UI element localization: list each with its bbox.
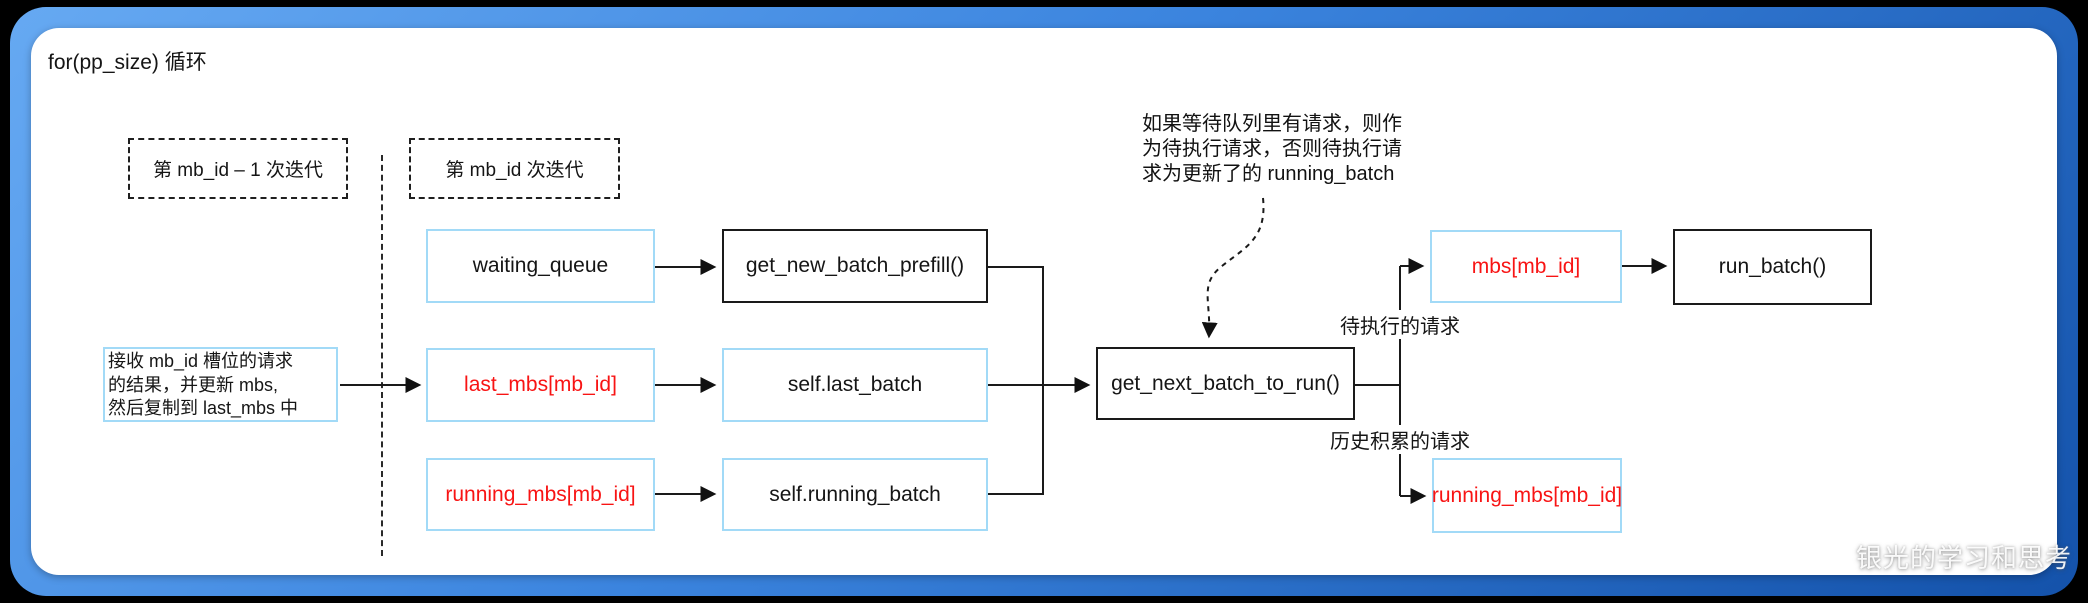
- node-running-mbs-right: running_mbs[mb_id]: [1432, 458, 1622, 533]
- receive-result-note: 接收 mb_id 槽位的请求 的结果，并更新 mbs, 然后复制到 last_m…: [103, 347, 338, 422]
- queue-note-line-1: 如果等待队列里有请求，则作: [1142, 113, 1402, 135]
- node-get-next-batch-to-run: get_next_batch_to_run(): [1096, 347, 1355, 420]
- node-running-mbs-right-label: running_mbs[mb_id]: [1431, 483, 1623, 507]
- node-running-mbs-left-label: running_mbs[mb_id]: [445, 482, 636, 506]
- edge-label-historical-requests: 历史积累的请求: [1315, 425, 1485, 454]
- queue-condition-note: 如果等待队列里有请求，则作 为待执行请求，否则待执行请 求为更新了的 runni…: [1142, 112, 1572, 187]
- node-last-mbs-label: last_mbs[mb_id]: [464, 373, 617, 396]
- node-get-new-batch-prefill: get_new_batch_prefill(): [722, 229, 988, 303]
- node-run-batch-label: run_batch(): [1718, 255, 1827, 278]
- node-self-last-batch-label: self.last_batch: [787, 373, 923, 396]
- wire-prefill-merge: [988, 266, 1044, 385]
- node-run-batch: run_batch(): [1673, 229, 1872, 305]
- iteration-label-previous-text: 第 mb_id – 1 次迭代: [153, 160, 323, 181]
- receive-note-line-3: 然后复制到 last_mbs 中: [108, 398, 299, 418]
- queue-note-line-2: 为待执行请求，否则待执行请: [1142, 138, 1402, 160]
- iteration-label-current-text: 第 mb_id 次迭代: [445, 160, 584, 181]
- wire-runningbatch-merge: [988, 385, 1044, 495]
- watermark: 银光的学习和思考: [1856, 543, 2073, 573]
- node-get-next-batch-to-run-label: get_next_batch_to_run(): [1111, 371, 1340, 395]
- iteration-label-current: 第 mb_id 次迭代: [409, 138, 620, 199]
- node-self-last-batch: self.last_batch: [722, 348, 988, 422]
- node-mbs: mbs[mb_id]: [1430, 230, 1622, 303]
- node-running-mbs-left: running_mbs[mb_id]: [426, 458, 655, 531]
- node-self-running-batch-label: self.running_batch: [769, 482, 941, 506]
- node-get-new-batch-prefill-label: get_new_batch_prefill(): [745, 254, 965, 277]
- node-mbs-label: mbs[mb_id]: [1471, 254, 1581, 278]
- dashed-arrow-note-to-getnext: [1201, 197, 1265, 339]
- node-last-mbs: last_mbs[mb_id]: [426, 348, 655, 422]
- receive-note-line-1: 接收 mb_id 槽位的请求: [108, 351, 294, 371]
- iteration-divider-line: [381, 155, 383, 556]
- node-self-running-batch: self.running_batch: [722, 458, 988, 531]
- iteration-label-previous: 第 mb_id – 1 次迭代: [128, 138, 348, 199]
- loop-title: for(pp_size) 循环: [48, 51, 207, 74]
- queue-note-line-3: 求为更新了的 running_batch: [1142, 163, 1395, 185]
- edge-label-pending-requests: 待执行的请求: [1320, 310, 1480, 339]
- node-waiting-queue: waiting_queue: [426, 229, 655, 303]
- receive-note-line-2: 的结果，并更新 mbs,: [108, 374, 279, 395]
- node-waiting-queue-label: waiting_queue: [472, 254, 609, 277]
